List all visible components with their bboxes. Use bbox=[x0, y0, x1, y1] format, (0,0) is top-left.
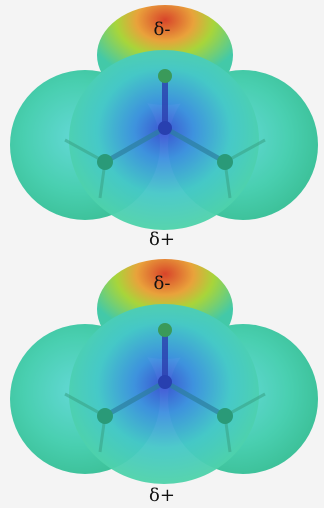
carbon-atom-left bbox=[97, 408, 113, 424]
partial-positive-label: δ+ bbox=[149, 485, 175, 506]
partial-negative-label: δ- bbox=[153, 19, 171, 40]
nitrogen-atom bbox=[158, 375, 172, 389]
oxygen-atom bbox=[158, 323, 172, 337]
oxygen-atom bbox=[158, 69, 172, 83]
carbon-atom-left bbox=[97, 154, 113, 170]
esp-surface-2 bbox=[10, 259, 318, 484]
nitrogen-atom bbox=[158, 121, 172, 135]
partial-negative-label: δ- bbox=[153, 273, 171, 294]
carbon-atom-right bbox=[217, 154, 233, 170]
esp-map-panel-2: δ- δ+ bbox=[0, 254, 324, 508]
esp-map-panel-1: δ- δ+ bbox=[10, 5, 318, 250]
esp-surface-1 bbox=[10, 5, 318, 230]
partial-positive-label: δ+ bbox=[149, 229, 175, 250]
carbon-atom-right bbox=[217, 408, 233, 424]
